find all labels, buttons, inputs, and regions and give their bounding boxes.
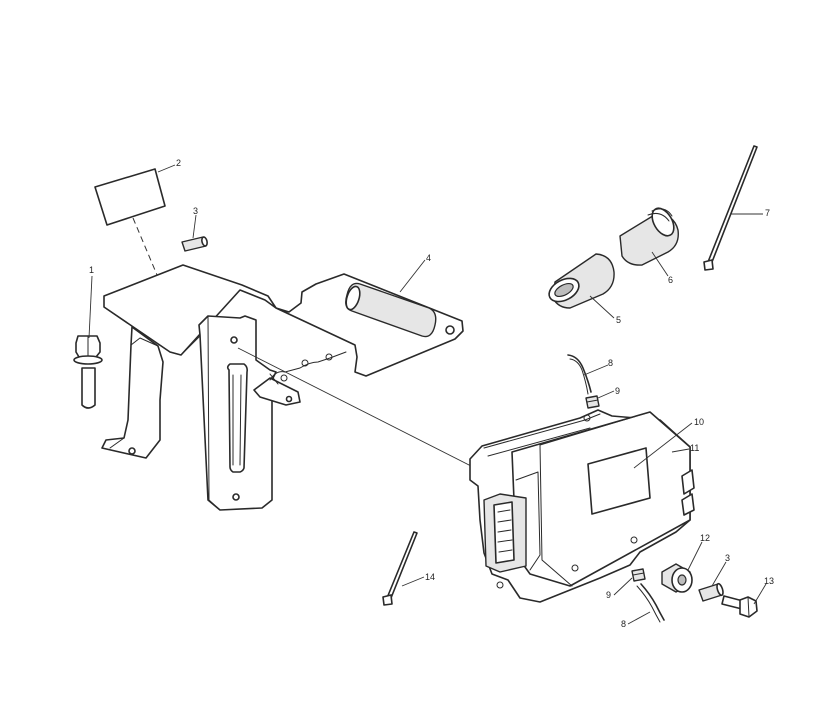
callout-8-lower: 8 (621, 619, 626, 629)
callout-4: 4 (426, 253, 431, 263)
part-5-sleeve (548, 253, 615, 309)
part-13-bolt (721, 595, 758, 618)
callout-numbers: 1 2 3 4 5 6 7 8 9 10 11 12 3 13 9 8 14 (89, 158, 774, 629)
part-9-grommet-lower (631, 568, 646, 582)
part-9-grommet-upper (585, 395, 600, 409)
callout-8-upper: 8 (608, 358, 613, 368)
part-4-mounting-bracket (101, 264, 464, 511)
part-2-label-decal (94, 168, 166, 283)
part-10-module-label (587, 447, 651, 515)
part-3-pin-lower (698, 582, 724, 602)
callout-10: 10 (694, 417, 704, 427)
callout-3-upper: 3 (193, 206, 198, 216)
part-14-cable-tie (382, 531, 418, 606)
callout-14: 14 (425, 572, 435, 582)
callout-2: 2 (176, 158, 181, 168)
part-1-flange-bolt (73, 335, 103, 409)
callout-11: 11 (690, 443, 699, 453)
leader-lines (88, 164, 767, 625)
callout-7: 7 (765, 208, 770, 218)
part-8-wire-upper (567, 354, 592, 395)
callout-9-lower: 9 (606, 590, 611, 600)
callout-9-upper: 9 (615, 386, 620, 396)
callout-12: 12 (700, 533, 710, 543)
callout-3-lower: 3 (725, 553, 730, 563)
part-6-cylinder-insert (619, 207, 679, 266)
callout-1: 1 (89, 265, 94, 275)
callout-5: 5 (616, 315, 621, 325)
callout-13: 13 (764, 576, 774, 586)
part-8-wire-lower (636, 583, 665, 623)
part-7-cable-tie (703, 145, 758, 271)
part-12-spacer-washer (661, 563, 693, 593)
callout-6: 6 (668, 275, 673, 285)
part-11-control-module (469, 409, 695, 603)
part-3-pin-upper (181, 236, 208, 252)
